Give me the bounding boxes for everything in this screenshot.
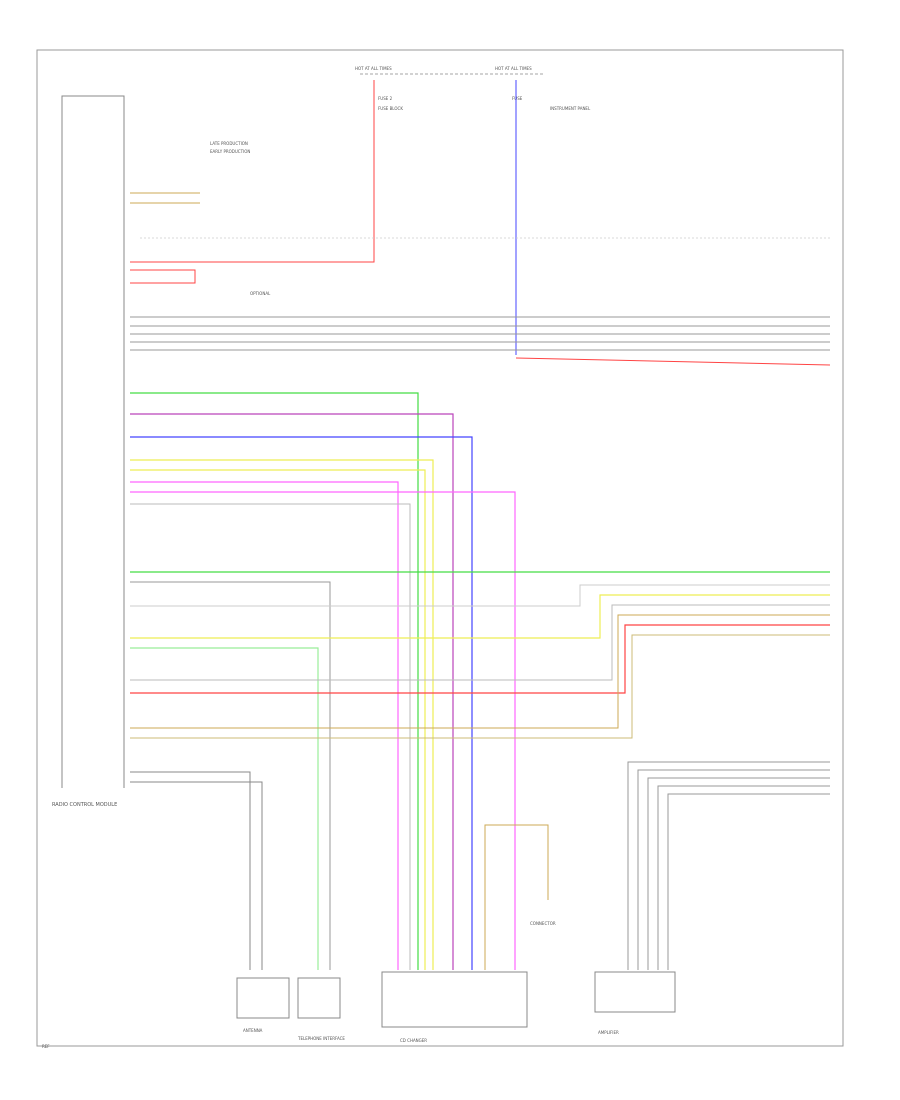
wire-antenna-2 (130, 781, 263, 970)
cd-changer-box (381, 971, 528, 1028)
wire-rear-2 (637, 769, 830, 970)
wire-tan-right-1 (130, 614, 830, 729)
telephone-box (297, 977, 341, 1019)
radio-module-outline (61, 95, 125, 788)
wire-red-right (515, 357, 831, 366)
note-optional: OPTIONAL (250, 291, 271, 296)
page-ref-label: REF (42, 1044, 50, 1049)
wire-red-power (130, 80, 375, 263)
wire-gray-right-1 (130, 581, 331, 970)
telephone-label: TELEPHONE INTERFACE (297, 1036, 345, 1041)
wire-gray-right-2 (130, 584, 830, 607)
wire-red-right-2 (130, 624, 830, 694)
diagram-frame (36, 49, 844, 1047)
radio-module-label: RADIO CONTROL MODULE (52, 802, 117, 808)
amplifier-label: AMPLIFIER (598, 1030, 619, 1035)
amplifier-box (594, 971, 676, 1013)
wire-yellow-cd-2 (130, 469, 426, 970)
antenna-label: ANTENNA (243, 1028, 263, 1033)
connector-label: CONNECTOR (530, 921, 556, 926)
wire-purple-cd (130, 413, 454, 970)
wire-green-cd (130, 392, 419, 970)
wire-tan-loop (484, 824, 549, 970)
wire-rear-3 (647, 777, 830, 970)
wire-yellow-cd-1 (130, 459, 434, 970)
wire-yellow-right (130, 594, 830, 639)
fuse-left-top-label: HOT AT ALL TIMES (355, 66, 392, 71)
wire-green-tel (130, 647, 319, 970)
wire-tan-right-2 (130, 634, 830, 739)
cd-changer-label: CD CHANGER (400, 1038, 427, 1043)
wire-blue-cd (130, 436, 473, 970)
wire-pink-cd-1 (130, 481, 399, 970)
wire-rear-1 (627, 761, 830, 970)
wire-rear-4 (657, 785, 830, 970)
wire-gray-right-3 (130, 604, 830, 681)
note-production-a: LATE PRODUCTION (210, 141, 248, 146)
wire-rear-5 (667, 793, 830, 970)
wire-pink-cd-2 (130, 491, 516, 970)
fuse-right-block-label: INSTRUMENT PANEL (550, 106, 591, 111)
fuse-left-block-label: FUSE BLOCK (378, 106, 403, 111)
fuse-right-top-label: HOT AT ALL TIMES (495, 66, 532, 71)
note-production-b: EARLY PRODUCTION (210, 149, 250, 154)
fuse-left-sub-label: FUSE 2 (378, 96, 393, 101)
wire-red-loop (130, 269, 196, 284)
fuse-right-sub-label: FUSE (512, 96, 523, 101)
wire-antenna-1 (130, 771, 251, 970)
wire-gray-cd (130, 503, 411, 970)
antenna-box (236, 977, 290, 1019)
